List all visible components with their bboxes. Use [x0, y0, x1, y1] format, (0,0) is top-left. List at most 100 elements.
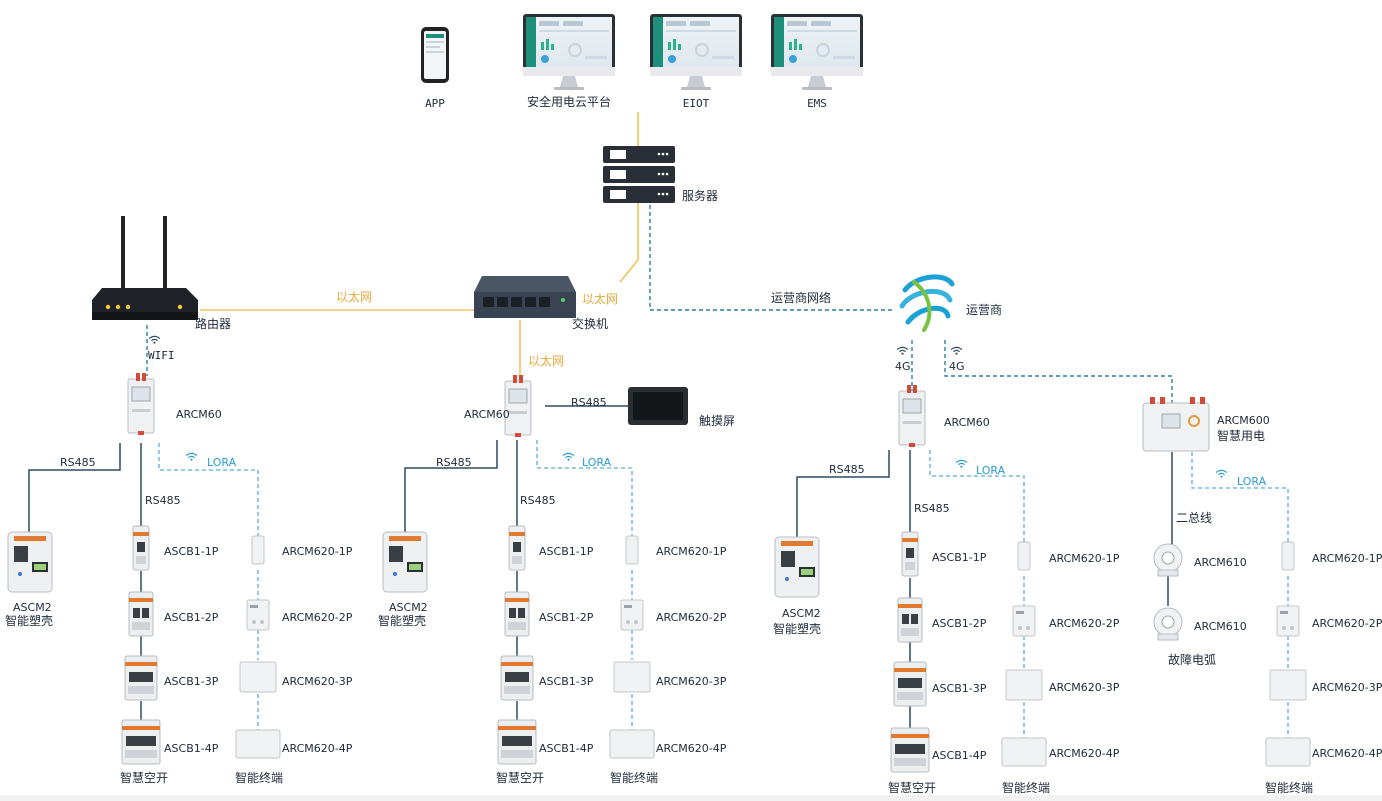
rs485-label-2b: RS485	[520, 494, 556, 507]
operator-network-label: 运营商网络	[771, 291, 832, 305]
arcm620-1p-device-3	[1017, 541, 1031, 571]
arcm600-device	[1142, 397, 1210, 452]
arcm620-1p-device-4	[1281, 541, 1295, 571]
arcm620-4p-label-3: ARCM620-4P	[1049, 747, 1120, 760]
arcm620-3p-device-2	[613, 661, 651, 693]
lora-label-2: LORA	[582, 456, 612, 469]
ascb1-1p-label-1: ASCB1-1P	[164, 545, 219, 558]
arcm620-2p-label-4: ARCM620-2P	[1312, 617, 1382, 630]
arcm620-2p-device-2	[620, 599, 644, 631]
arcm620-4p-device-4	[1265, 737, 1311, 767]
ethernet-label-3: 以太网	[528, 354, 565, 368]
ascb1-2p-device-3	[897, 597, 923, 643]
arcm620-2p-device-3	[1012, 605, 1036, 637]
arcm610-label-2: ARCM610	[1194, 620, 1247, 633]
lora-label-3: LORA	[976, 464, 1006, 477]
arcm620-3p-label-2: ARCM620-3P	[656, 675, 727, 688]
ascb1-2p-device-1	[128, 591, 154, 637]
lora-lines	[158, 440, 1289, 738]
ascb1-1p-device-1	[132, 525, 150, 571]
arcm620-3p-label-3: ARCM620-3P	[1049, 681, 1120, 694]
arcm620-3p-label-1: ARCM620-3P	[282, 675, 353, 688]
cloud-platform-label: 安全用电云平台	[526, 95, 612, 109]
phone-icon	[421, 27, 449, 83]
ascb1-4p-device-3	[890, 727, 930, 773]
touch-screen-label: 触摸屏	[699, 414, 736, 428]
smart-case-label-1: 智能塑壳	[5, 614, 54, 628]
smart-terminal-label-2: 智能终端	[610, 771, 659, 785]
arcm620-4p-label-4: ARCM620-4P	[1312, 747, 1382, 760]
smart-switch-label-2: 智慧空开	[496, 771, 545, 785]
arcm620-2p-label-1: ARCM620-2P	[282, 611, 353, 624]
ascb1-3p-device-3	[893, 661, 927, 707]
arcm620-4p-device-1	[235, 729, 281, 759]
arcm620-3p-device-4	[1269, 669, 1307, 701]
touch-screen-icon	[628, 387, 688, 425]
arcm610-device-2	[1153, 607, 1183, 641]
router-icon	[92, 216, 198, 320]
ascb1-3p-label-2: ASCB1-3P	[539, 675, 594, 688]
ascb1-3p-label-3: ASCB1-3P	[932, 682, 987, 695]
operator-network-lines	[146, 205, 1173, 404]
smart-terminal-label-3: 智能终端	[1002, 781, 1051, 795]
arcm610-device-1	[1153, 543, 1183, 577]
arcm620-4p-label-2: ARCM620-4P	[656, 742, 727, 755]
ascm2-device-3	[774, 536, 820, 598]
ems-monitor	[770, 13, 864, 91]
arcm620-2p-device-1	[246, 599, 270, 631]
ascb1-2p-label-1: ASCB1-2P	[164, 611, 219, 624]
eiot-label: EIOT	[682, 97, 710, 110]
arcm620-1p-device-2	[625, 535, 639, 565]
ethernet-label-2: 以太网	[582, 292, 619, 306]
ascb1-4p-label-3: ASCB1-4P	[932, 749, 987, 762]
4g-label-2: 4G	[949, 360, 965, 373]
ascm2-label-2: ASCM2	[389, 601, 428, 614]
ascb1-2p-device-2	[504, 591, 530, 637]
arcm60-label-1: ARCM60	[176, 408, 222, 421]
operator-logo-icon	[899, 274, 955, 332]
ethernet-lines	[200, 112, 639, 378]
router-label: 路由器	[195, 317, 232, 331]
switch-icon	[474, 276, 576, 318]
ascb1-3p-device-1	[124, 655, 158, 701]
ascb1-4p-label-2: ASCB1-4P	[539, 742, 594, 755]
arcm60-device-1	[127, 372, 155, 436]
ascb1-4p-device-1	[121, 719, 161, 765]
arcm620-4p-device-2	[609, 729, 655, 759]
lora-wifi-icon-4	[1215, 469, 1228, 478]
rs485-label-1b: RS485	[145, 494, 181, 507]
cloud-platform-monitor	[522, 13, 616, 91]
wifi-label: WIFI	[148, 349, 175, 362]
ascb1-1p-label-2: ASCB1-1P	[539, 545, 594, 558]
smart-power-label: 智慧用电	[1217, 429, 1266, 443]
lora-wifi-icon-2	[562, 452, 575, 461]
ascm2-label-1: ASCM2	[13, 601, 52, 614]
ascb1-4p-label-1: ASCB1-4P	[164, 742, 219, 755]
arcm620-1p-device-1	[251, 535, 265, 565]
rs485-label-3b: RS485	[914, 502, 950, 515]
4g-wifi-icon-1	[896, 346, 909, 355]
arcm610-label-1: ARCM610	[1194, 556, 1247, 569]
operator-label: 运营商	[966, 303, 1003, 317]
ascb1-4p-device-2	[497, 719, 537, 765]
arcm60-device-3	[898, 384, 926, 448]
ascm2-device-2	[382, 531, 428, 593]
server-icon	[603, 146, 675, 203]
two-wire-bus-label: 二总线	[1176, 511, 1213, 525]
ascb1-3p-label-1: ASCB1-3P	[164, 675, 219, 688]
ascm2-label-3: ASCM2	[782, 607, 821, 620]
switch-label: 交换机	[572, 317, 609, 331]
lora-label-4: LORA	[1237, 475, 1267, 488]
arcm620-2p-label-2: ARCM620-2P	[656, 611, 727, 624]
lora-wifi-icon-3	[955, 459, 968, 468]
arcm620-3p-label-4: ARCM620-3P	[1312, 681, 1382, 694]
ascb1-3p-device-2	[500, 655, 534, 701]
arcm620-1p-label-2: ARCM620-1P	[656, 545, 727, 558]
ascm2-device-1	[7, 531, 53, 593]
eiot-monitor	[649, 13, 743, 91]
server-label: 服务器	[682, 189, 719, 203]
arcm620-2p-device-4	[1276, 605, 1300, 637]
app-label: APP	[425, 97, 445, 110]
ascb1-2p-label-3: ASCB1-2P	[932, 617, 987, 630]
